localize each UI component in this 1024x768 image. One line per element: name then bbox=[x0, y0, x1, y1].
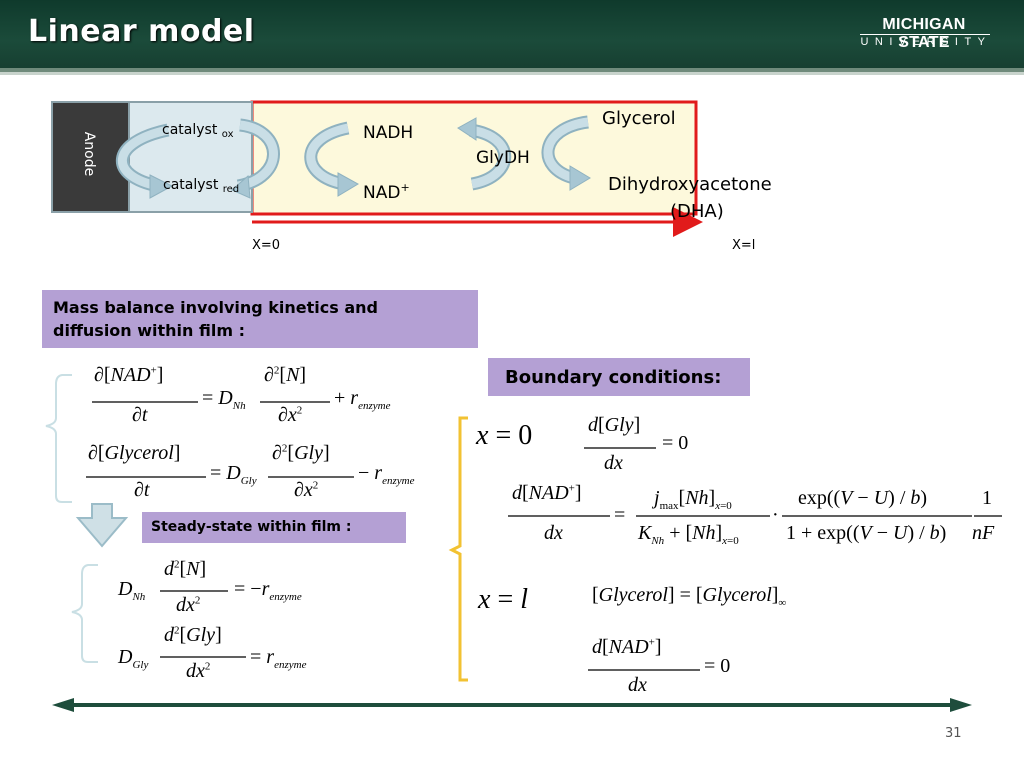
x-zero-label: X=0 bbox=[252, 238, 281, 253]
bc-x0: x = 0 bbox=[476, 420, 533, 451]
glydh-label: GlyDH bbox=[476, 148, 530, 168]
page-number: 31 bbox=[945, 726, 962, 741]
eq2-num-left: ∂[Glycerol] bbox=[88, 442, 181, 464]
anode-label: Anode bbox=[81, 131, 97, 177]
header-divider bbox=[0, 68, 1024, 72]
eq1-num-right: ∂2[N] bbox=[264, 364, 307, 386]
steady-state-bracket bbox=[71, 564, 98, 663]
bc2-one: 1 bbox=[982, 487, 992, 509]
mass-balance-text-line2: diffusion within film : bbox=[53, 321, 245, 340]
catalyst-red-label: catalyst red bbox=[163, 177, 240, 195]
bc3: [Glycerol] = [Glycerol]∞ bbox=[592, 584, 787, 609]
bc1-den: dx bbox=[604, 452, 623, 474]
bc2-dot: · bbox=[772, 504, 779, 526]
eq1-den-right: ∂x2 bbox=[278, 404, 303, 426]
bc1-rhs: = 0 bbox=[662, 432, 689, 454]
bc4-den: dx bbox=[628, 674, 647, 696]
x-l-label: X=l bbox=[732, 238, 756, 253]
bc4-num: d[NAD+] bbox=[592, 636, 662, 658]
ss1-den: dx2 bbox=[176, 594, 201, 616]
boundary-box bbox=[488, 358, 750, 396]
eq2-den-left: ∂t bbox=[134, 479, 150, 501]
ss1-num: d2[N] bbox=[164, 558, 207, 580]
logo-line1: MICHIGAN STATE bbox=[882, 16, 966, 51]
bc2-num: d[NAD+] bbox=[512, 482, 582, 504]
bc-xl: x = l bbox=[478, 584, 529, 615]
bc4-rhs: = 0 bbox=[704, 655, 731, 677]
boundary-bracket bbox=[448, 416, 468, 682]
bc2-exp-den: 1 + exp((V − U) / b) bbox=[786, 522, 947, 544]
ss2-coef: DGly bbox=[118, 646, 149, 671]
eq2-num-right: ∂2[Gly] bbox=[272, 442, 330, 464]
boundary-text: Boundary conditions: bbox=[505, 367, 722, 388]
catalyst-layer bbox=[128, 101, 253, 213]
eq1-num-left: ∂[NAD+] bbox=[94, 364, 164, 386]
fraction-bars bbox=[86, 401, 1002, 671]
catalyst-ox-label: catalyst ox bbox=[162, 122, 234, 140]
steady-state-text: Steady-state within film : bbox=[151, 519, 352, 535]
ss2-den: dx2 bbox=[186, 660, 211, 682]
slide-title: Linear model bbox=[28, 14, 255, 49]
eq2-coef: = DGly bbox=[210, 462, 257, 487]
mass-balance-bracket bbox=[45, 374, 72, 503]
bc2-den: dx bbox=[544, 522, 563, 544]
dha-label-line1: Dihydroxyacetone bbox=[608, 174, 772, 195]
anode-block bbox=[51, 101, 130, 213]
bc2-eq: = bbox=[614, 504, 626, 526]
header-bar bbox=[0, 0, 1024, 68]
ss1-coef: DNh bbox=[118, 578, 146, 603]
nad-label: NAD+ bbox=[363, 181, 410, 203]
dha-label-line2: (DHA) bbox=[670, 201, 724, 222]
ss2-rate: = renzyme bbox=[250, 646, 307, 671]
eq1-rate: + renzyme bbox=[334, 387, 391, 412]
eq1-coef: = DNh bbox=[202, 387, 246, 412]
eq2-den-right: ∂x2 bbox=[294, 479, 319, 501]
logo-rule bbox=[860, 34, 990, 35]
bc2-exp-num: exp((V − U) / b) bbox=[798, 487, 928, 509]
ss1-rate: = −renzyme bbox=[234, 578, 302, 603]
bc1-num: d[Gly] bbox=[588, 414, 641, 436]
down-arrow bbox=[75, 503, 129, 548]
ss2-num: d2[Gly] bbox=[164, 624, 222, 646]
header-divider-light bbox=[0, 72, 1024, 75]
steady-state-box bbox=[142, 512, 406, 543]
bc2-nf: nF bbox=[972, 522, 995, 544]
eq2-rate: − renzyme bbox=[358, 462, 415, 487]
eq1-den-left: ∂t bbox=[132, 404, 148, 426]
nadh-label: NADH bbox=[363, 123, 414, 143]
logo-line2: UNIVERSITY bbox=[860, 36, 992, 48]
glycerol-label: Glycerol bbox=[602, 108, 676, 129]
mass-balance-box bbox=[42, 290, 478, 348]
bc2-kin-num: jmax[Nh]x=0 bbox=[654, 487, 732, 512]
bc2-kin-den: KNh + [Nh]x=0 bbox=[638, 522, 739, 547]
mass-balance-text-line1: Mass balance involving kinetics and bbox=[53, 298, 378, 317]
